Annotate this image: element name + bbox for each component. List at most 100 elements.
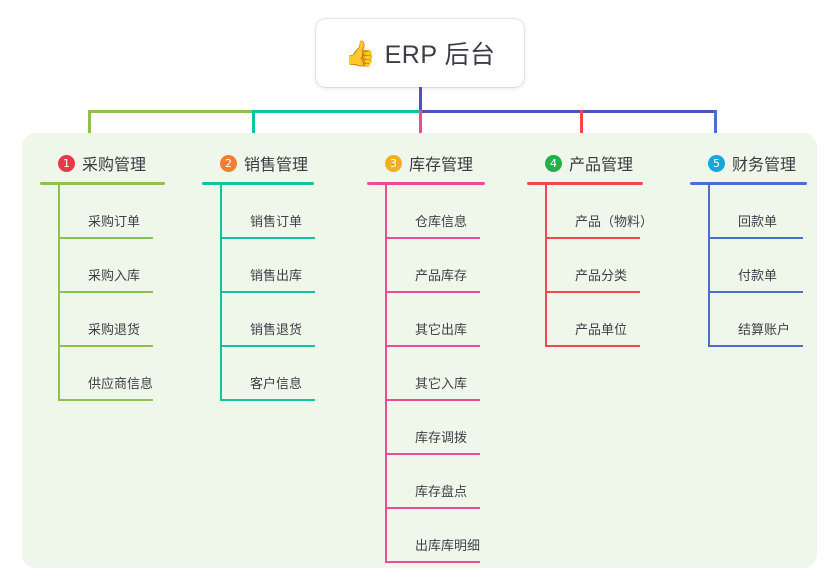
branch-item[interactable]: 销售订单 [220, 185, 344, 239]
connector-drop-3 [419, 110, 422, 138]
branch-item-label: 产品单位 [575, 322, 628, 337]
branch-column: 5 财务管理回款单付款单结算账户 [690, 149, 832, 347]
connector-root-stem [419, 87, 422, 112]
branch-item-underline [386, 345, 480, 347]
branch-header[interactable]: 2 销售管理 [202, 149, 344, 177]
branch-number-badge: 1 [58, 154, 75, 172]
branch-item-list: 回款单付款单结算账户 [708, 185, 832, 347]
root-title: ERP 后台 [384, 41, 496, 69]
branch-item-label: 产品（物料） [575, 214, 654, 229]
branch-item-underline [221, 237, 315, 239]
branch-item[interactable]: 其它入库 [385, 347, 509, 401]
branch-item-underline [386, 561, 480, 563]
branch-item-underline [546, 291, 640, 293]
connector-bar-right [419, 110, 716, 113]
branch-column: 2 销售管理销售订单销售出库销售退货客户信息 [202, 149, 344, 401]
branch-item-label: 付款单 [738, 268, 778, 283]
connector-drop-1 [88, 110, 91, 138]
branch-item-label: 库存盘点 [415, 484, 468, 499]
branch-underline [367, 182, 485, 185]
branch-spine [58, 185, 60, 401]
branch-item[interactable]: 库存盘点 [385, 455, 509, 509]
branch-number-badge: 5 [708, 154, 725, 172]
branch-item[interactable]: 产品分类 [545, 239, 677, 293]
branch-item[interactable]: 产品（物料） [545, 185, 677, 239]
branch-item-underline [386, 291, 480, 293]
branch-item[interactable]: 销售退货 [220, 293, 344, 347]
branch-item[interactable]: 采购订单 [58, 185, 182, 239]
branch-item[interactable]: 采购入库 [58, 239, 182, 293]
branch-underline [202, 182, 314, 185]
branch-item-label: 其它出库 [415, 322, 468, 337]
branch-item-label: 销售退货 [250, 322, 303, 337]
branch-column: 3 库存管理仓库信息产品库存其它出库其它入库库存调拨库存盘点出库库明细 [367, 149, 509, 563]
branch-item-list: 采购订单采购入库采购退货供应商信息 [58, 185, 182, 401]
root-node[interactable]: 👍 ERP 后台 [316, 19, 524, 87]
branch-item-label: 其它入库 [415, 376, 468, 391]
branch-header[interactable]: 1 采购管理 [40, 149, 182, 177]
branch-item-underline [386, 453, 480, 455]
branch-item-underline [386, 237, 480, 239]
branch-underline [40, 182, 165, 185]
branch-item-label: 供应商信息 [88, 376, 154, 391]
branch-spine [220, 185, 222, 401]
branch-item[interactable]: 库存调拨 [385, 401, 509, 455]
branch-item-underline [546, 237, 640, 239]
branch-spine [545, 185, 547, 347]
thumbs-up-icon: 👍 [344, 38, 376, 68]
branch-item-label: 产品库存 [415, 268, 468, 283]
branch-underline [527, 182, 643, 185]
branch-item-label: 结算账户 [738, 322, 791, 337]
branch-item-underline [386, 399, 480, 401]
branches-panel: 1 采购管理采购订单采购入库采购退货供应商信息 2 销售管理销售订单销售出库销售退货… [22, 133, 817, 568]
branch-item[interactable]: 结算账户 [708, 293, 832, 347]
branch-item-underline [59, 291, 153, 293]
branch-item[interactable]: 供应商信息 [58, 347, 182, 401]
branch-item-underline [221, 345, 315, 347]
branch-item-underline [59, 237, 153, 239]
branch-item[interactable]: 仓库信息 [385, 185, 509, 239]
branch-item-underline [709, 291, 803, 293]
branch-item-label: 销售订单 [250, 214, 303, 229]
branch-number-badge: 4 [545, 154, 562, 172]
branch-spine [385, 185, 387, 563]
branch-item[interactable]: 采购退货 [58, 293, 182, 347]
branch-item[interactable]: 其它出库 [385, 293, 509, 347]
connector-drop-4 [580, 110, 583, 138]
branch-item-list: 销售订单销售出库销售退货客户信息 [220, 185, 344, 401]
branch-item[interactable]: 产品单位 [545, 293, 677, 347]
branch-column: 1 采购管理采购订单采购入库采购退货供应商信息 [40, 149, 182, 401]
branch-title: 销售管理 [244, 157, 309, 174]
branch-header[interactable]: 3 库存管理 [367, 149, 509, 177]
branch-item[interactable]: 客户信息 [220, 347, 344, 401]
branch-header[interactable]: 5 财务管理 [690, 149, 832, 177]
branch-item-label: 仓库信息 [415, 214, 468, 229]
branch-item-label: 采购订单 [88, 214, 141, 229]
connector-bar-left [88, 110, 253, 113]
branch-number-badge: 2 [220, 154, 237, 172]
branch-item-label: 客户信息 [250, 376, 303, 391]
branch-item-label: 产品分类 [575, 268, 628, 283]
connector-drop-5 [714, 110, 717, 138]
branch-item[interactable]: 销售出库 [220, 239, 344, 293]
branch-item[interactable]: 产品库存 [385, 239, 509, 293]
branch-item[interactable]: 付款单 [708, 239, 832, 293]
branch-item-underline [709, 345, 803, 347]
branch-item-list: 产品（物料） 产品分类产品单位 [545, 185, 677, 347]
branch-number-badge: 3 [385, 154, 402, 172]
branch-item-label: 采购退货 [88, 322, 141, 337]
branch-item-underline [59, 399, 153, 401]
branch-item-underline [59, 345, 153, 347]
branch-item[interactable]: 回款单 [708, 185, 832, 239]
branch-item[interactable]: 出库库明细 [385, 509, 509, 563]
branch-item-label: 采购入库 [88, 268, 141, 283]
branch-title: 财务管理 [732, 157, 797, 174]
connector-bar-mid [252, 110, 420, 113]
branch-item-underline [709, 237, 803, 239]
branch-item-label: 库存调拨 [415, 430, 468, 445]
branch-title: 采购管理 [82, 157, 147, 174]
branch-title: 库存管理 [409, 157, 474, 174]
branch-item-label: 销售出库 [250, 268, 303, 283]
